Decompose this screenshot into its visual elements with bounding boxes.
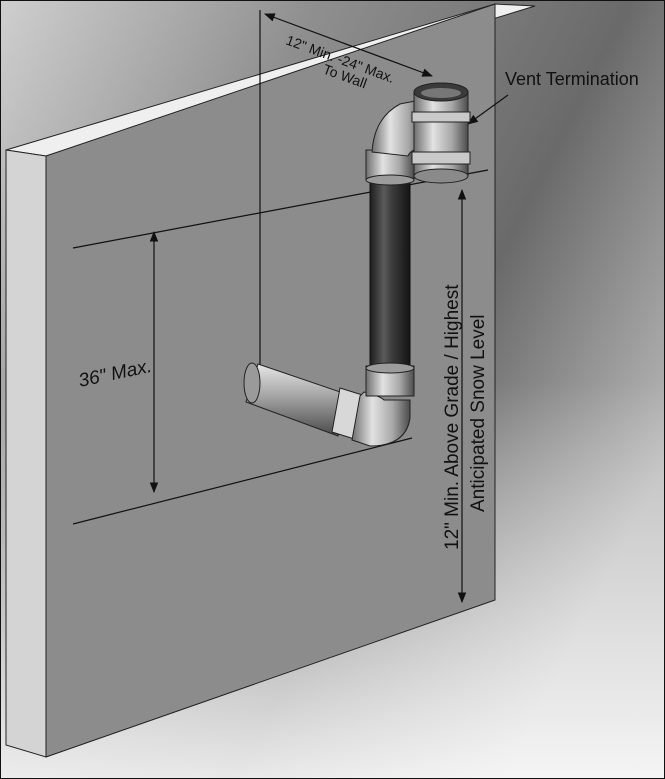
- vent-termination-cap: [411, 82, 471, 184]
- lower-coupling-rim: [365, 362, 415, 374]
- vent-termination-leader: [467, 94, 509, 125]
- reference-line-top: [72, 169, 489, 249]
- vent-cap-bottom: [413, 168, 469, 184]
- dimension-lines: [72, 10, 509, 604]
- vent-cap-opening-inner: [421, 88, 461, 98]
- vertical-pipe-body: [369, 174, 411, 376]
- upper-coupling-rim: [365, 174, 415, 186]
- grade-label-line2: Anticipated Snow Level: [468, 314, 489, 512]
- vent-cap-band-top: [411, 111, 471, 123]
- vent-cap-band-bottom: [411, 151, 471, 165]
- grade-label-line1: 12" Min. Above Grade / Highest: [442, 284, 463, 550]
- vertical-pipe: [365, 149, 415, 397]
- wall-side-face: [5, 149, 47, 758]
- vent-termination-label: Vent Termination: [505, 69, 639, 89]
- wall-clearance-arrow: [263, 13, 434, 77]
- reference-line-bottom: [72, 437, 413, 525]
- horizontal-pipe-end: [243, 362, 261, 404]
